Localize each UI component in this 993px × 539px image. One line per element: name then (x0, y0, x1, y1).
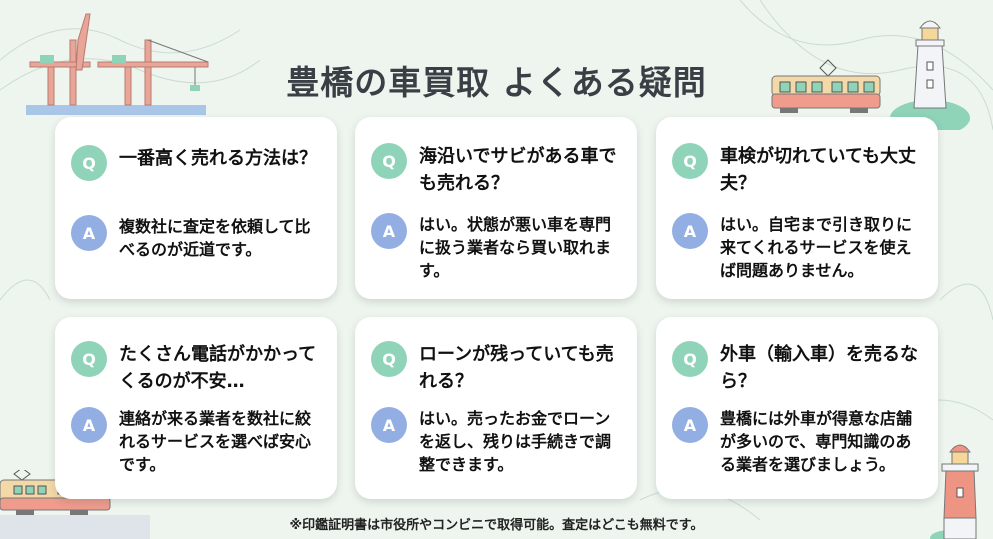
question-badge: Q (672, 341, 708, 377)
footnote: ※印鑑証明書は市役所やコンビニで取得可能。査定はどこも無料です。 (289, 518, 704, 533)
faq-card: Q 車検が切れていても大丈夫？ A はい。自宅まで引き取りに来てくれるサービスを… (656, 117, 938, 299)
faq-card: Q 外車（輸入車）を売るなら？ A 豊橋には外車が得意な店舗が多いので、専門知識… (656, 317, 938, 499)
answer-text: 複数社に査定を依頼して比べるのが近道です。 (119, 217, 311, 259)
question-text: 車検が切れていても大丈夫？ (720, 146, 917, 194)
tram-illustration (771, 59, 881, 113)
page-title: 豊橋の車買取 よくある疑問 (286, 63, 707, 103)
question-text: 海沿いでサビがある車でも売れる？ (419, 146, 617, 194)
question-badge: Q (371, 143, 407, 179)
question-text: ローンが残っていても売れる？ (419, 344, 614, 392)
faq-card: Q たくさん電話がかかってくるのが不安… A 連絡が来る業者を数社に絞れるサービ… (55, 317, 337, 499)
question-text: たくさん電話がかかってくるのが不安… (119, 344, 317, 392)
answer-text: 豊橋には外車が得意な店舗が多いので、専門知識のある業者を選びましょう。 (720, 409, 913, 474)
answer-badge: A (71, 215, 107, 251)
answer-text: はい。状態が悪い車を専門に扱う業者なら買い取れます。 (419, 215, 612, 280)
question-badge: Q (672, 143, 708, 179)
question-text: 外車（輸入車）を売るなら？ (720, 344, 918, 392)
answer-badge: A (672, 407, 708, 443)
answer-badge: A (371, 213, 407, 249)
answer-badge: A (371, 407, 407, 443)
answer-badge: A (71, 407, 107, 443)
faq-card: Q ローンが残っていても売れる？ A はい。売ったお金でローンを返し、残りは手続… (355, 317, 637, 499)
harbor-crane-illustration (26, 13, 209, 115)
faq-card: Q 海沿いでサビがある車でも売れる？ A はい。状態が悪い車を専門に扱う業者なら… (355, 117, 637, 299)
question-text: 一番高く売れる方法は？ (119, 148, 317, 169)
answer-text: はい。売ったお金でローンを返し、残りは手続きで調整できます。 (419, 409, 612, 474)
answer-text: はい。自宅まで引き取りに来てくれるサービスを使えば問題ありません。 (720, 215, 913, 280)
faq-card: Q 一番高く売れる方法は？ A 複数社に査定を依頼して比べるのが近道です。 (55, 117, 337, 299)
question-badge: Q (71, 341, 107, 377)
answer-badge: A (672, 213, 708, 249)
question-badge: Q (371, 341, 407, 377)
question-badge: Q (71, 145, 107, 181)
red-lighthouse-illustration (930, 444, 979, 539)
answer-text: 連絡が来る業者を数社に絞れるサービスを選べば安心です。 (119, 409, 312, 474)
